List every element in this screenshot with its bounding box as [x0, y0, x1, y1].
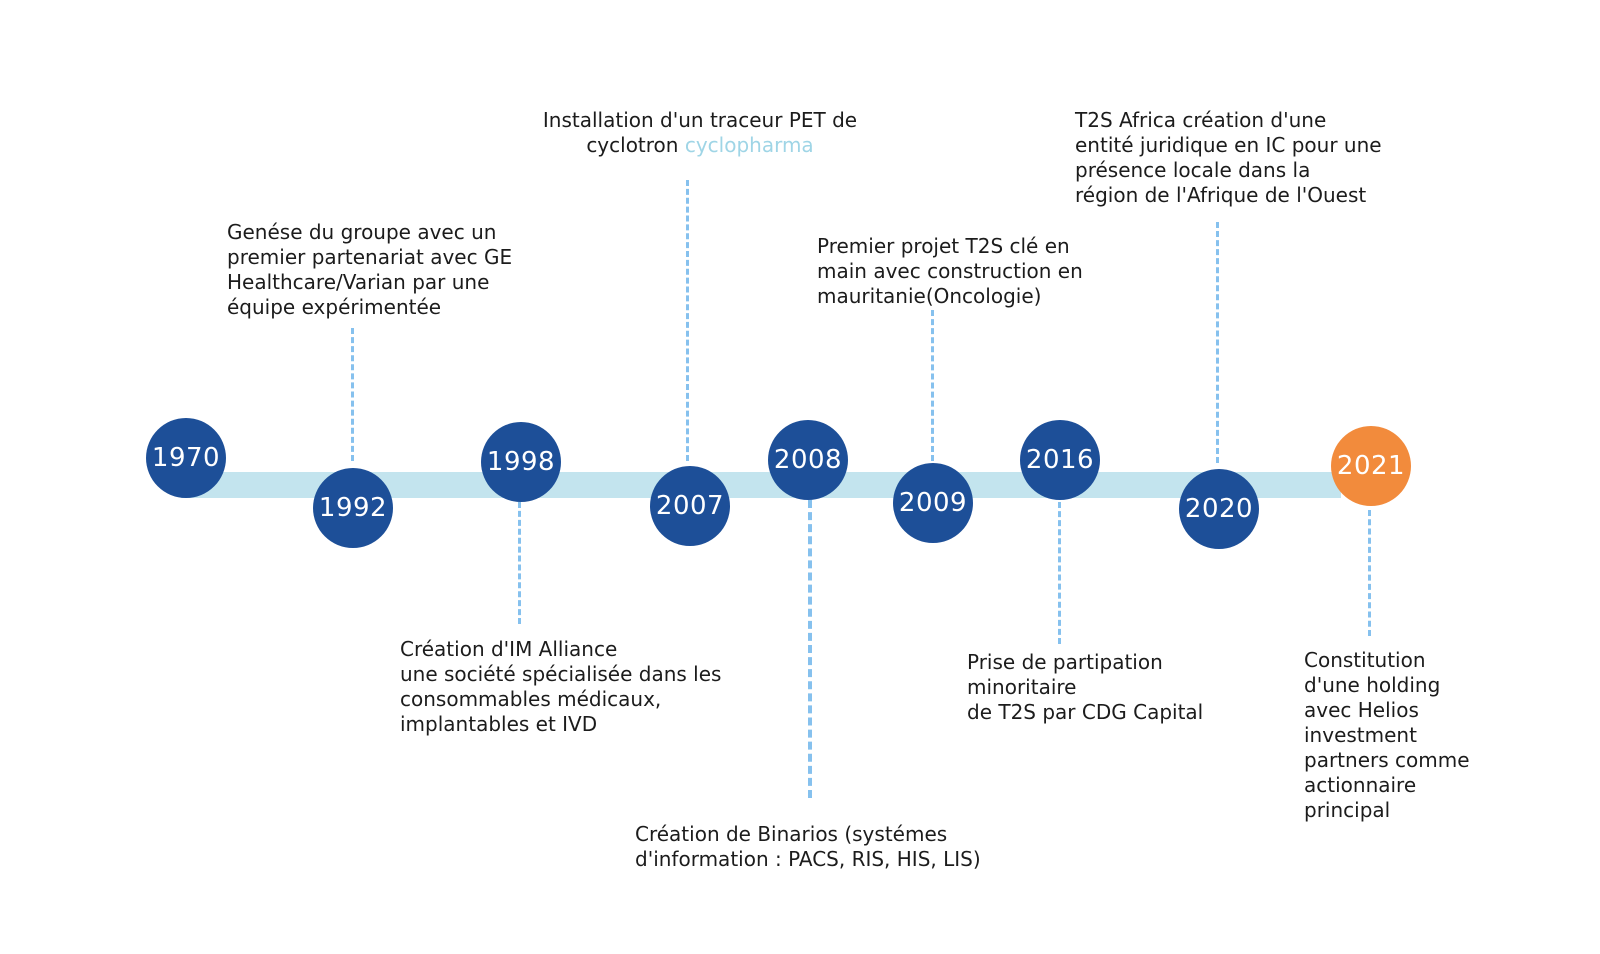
- milestone-line: Genése du groupe avec un: [227, 220, 497, 244]
- year-node-1992: 1992: [313, 468, 393, 548]
- milestone-line: équipe expérimentée: [227, 295, 442, 319]
- milestone-line: partners comme: [1304, 748, 1470, 772]
- milestone-line: premier partenariat avec GE: [227, 245, 513, 269]
- milestone-line: Création de Binarios (systémes: [635, 822, 948, 846]
- connector-2007: [686, 180, 689, 461]
- year-node-1998: 1998: [481, 422, 561, 502]
- connector-2021: [1368, 510, 1371, 636]
- milestone-line: Constitution: [1304, 648, 1426, 672]
- milestone-line: entité juridique en IC pour une: [1075, 133, 1382, 157]
- milestone-line: T2S Africa création d'une: [1075, 108, 1327, 132]
- year-node-2016: 2016: [1020, 420, 1100, 500]
- milestone-line: investment: [1304, 723, 1417, 747]
- year-node-2008: 2008: [768, 420, 848, 500]
- connector-2009: [931, 310, 934, 461]
- year-node-2009: 2009: [893, 463, 973, 543]
- milestone-line: cyclotron cyclopharma: [505, 133, 895, 158]
- milestone-text-2016: Prise de partipation minoritaire de T2S …: [967, 650, 1203, 725]
- year-node-2007: 2007: [650, 466, 730, 546]
- milestone-text-2020: T2S Africa création d'une entité juridiq…: [1075, 108, 1382, 208]
- milestone-line: principal: [1304, 798, 1391, 822]
- connector-1998: [518, 502, 521, 624]
- milestone-line: Premier projet T2S clé en: [817, 234, 1070, 258]
- milestone-text-1992: Genése du groupe avec un premier partena…: [227, 220, 512, 320]
- milestone-line: d'information : PACS, RIS, HIS, LIS): [635, 847, 981, 871]
- connector-2016: [1058, 502, 1061, 644]
- milestone-line: une société spécialisée dans les: [400, 662, 722, 686]
- year-node-2020: 2020: [1179, 469, 1259, 549]
- connector-2020: [1216, 222, 1219, 463]
- milestone-line: main avec construction en: [817, 259, 1083, 283]
- milestone-text-2021: Constitution d'une holding avec Helios i…: [1304, 648, 1470, 823]
- milestone-text-1998: Création d'IM Alliance une société spéci…: [400, 637, 721, 737]
- connector-2008: [808, 500, 812, 798]
- milestone-line: Healthcare/Varian par une: [227, 270, 490, 294]
- milestone-line: de T2S par CDG Capital: [967, 700, 1204, 724]
- milestone-line: avec Helios: [1304, 698, 1419, 722]
- cyclopharma-highlight: cyclopharma: [684, 133, 814, 157]
- milestone-line-prefix: cyclotron: [586, 133, 685, 157]
- milestone-text-2009: Premier projet T2S clé en main avec cons…: [817, 234, 1083, 309]
- year-node-1970: 1970: [146, 418, 226, 498]
- milestone-line: d'une holding: [1304, 673, 1441, 697]
- milestone-line: actionnaire: [1304, 773, 1417, 797]
- milestone-line: mauritanie(Oncologie): [817, 284, 1042, 308]
- milestone-line: implantables et IVD: [400, 712, 598, 736]
- milestone-text-2007: Installation d'un traceur PET de cyclotr…: [505, 108, 895, 158]
- milestone-line: minoritaire: [967, 675, 1077, 699]
- milestone-line: région de l'Afrique de l'Ouest: [1075, 183, 1367, 207]
- milestone-line: Installation d'un traceur PET de: [542, 108, 858, 132]
- milestone-line: Prise de partipation: [967, 650, 1163, 674]
- connector-1992: [351, 328, 354, 461]
- year-node-2021: 2021: [1331, 426, 1411, 506]
- milestone-line: consommables médicaux,: [400, 687, 662, 711]
- milestone-text-2008: Création de Binarios (systémes d'informa…: [635, 822, 981, 872]
- milestone-line: Création d'IM Alliance: [400, 637, 618, 661]
- milestone-line: présence locale dans la: [1075, 158, 1311, 182]
